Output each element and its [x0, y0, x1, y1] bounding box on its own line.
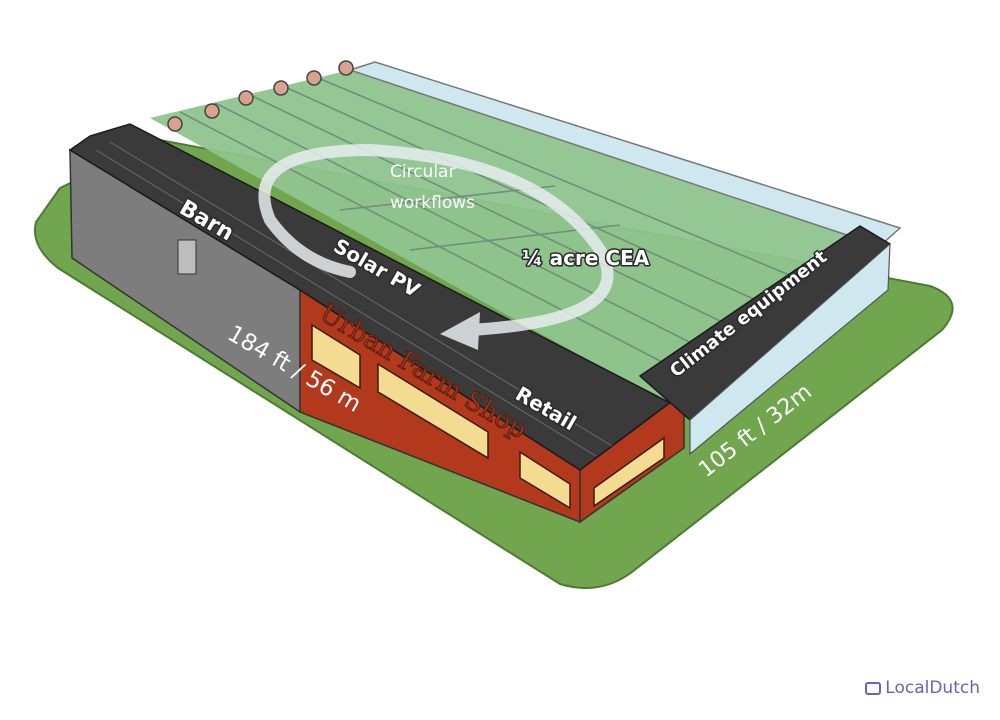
circular-arrow-icon — [258, 143, 614, 350]
label-circular-1: Circular — [390, 162, 455, 182]
watermark: LocalDutch — [865, 678, 980, 698]
label-circular-2: workflows — [390, 193, 475, 213]
greenhouse-glass — [347, 61, 902, 247]
logo-icon — [865, 681, 882, 695]
vent-circles — [167, 60, 354, 132]
watermark-text: LocalDutch — [885, 678, 980, 698]
climate-glass — [689, 242, 891, 456]
solar-panel-grid — [95, 141, 613, 457]
label-cea: ¼ acre CEA — [522, 246, 650, 270]
greenhouse-ridges — [179, 77, 831, 393]
barn-door — [177, 239, 197, 275]
retail-windows — [311, 323, 665, 510]
